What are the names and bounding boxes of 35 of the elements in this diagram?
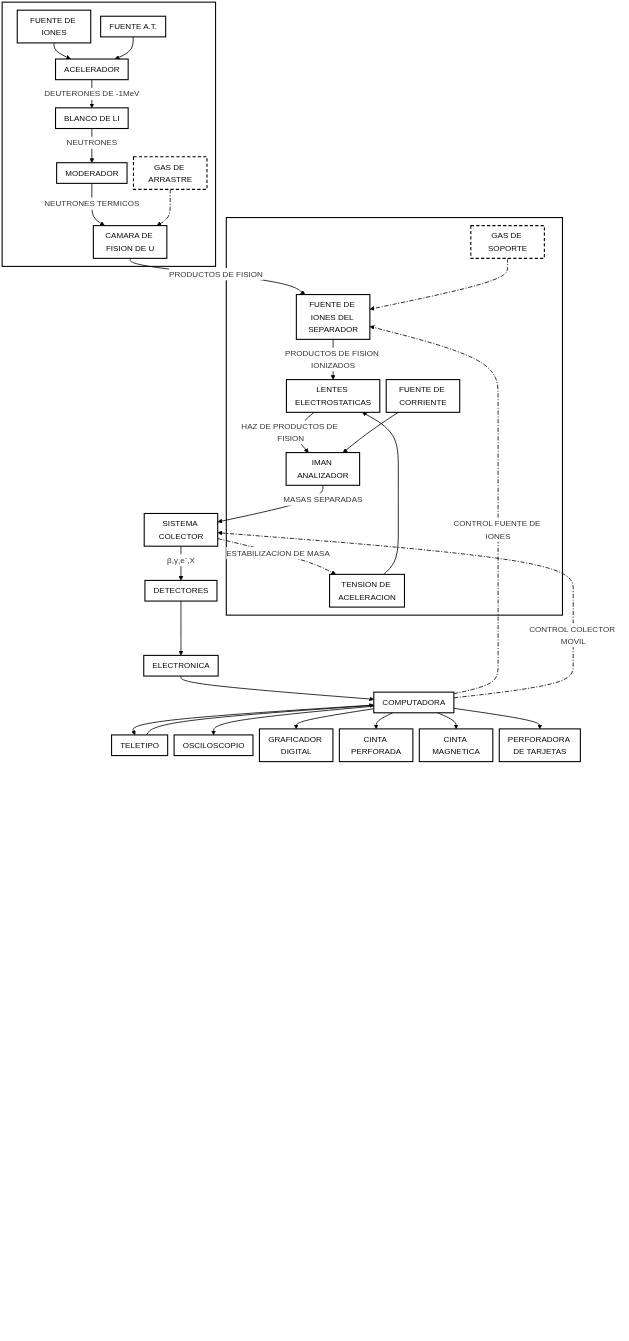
node-box: LENTES ELECTROSTATICAS bbox=[285, 379, 381, 413]
node-box: FUENTE DE IONES DEL SEPARADOR bbox=[295, 294, 371, 340]
node-box: MODERADOR bbox=[56, 162, 128, 184]
edge-label: PRODUCTOS DE FISION IONIZADOS bbox=[285, 348, 379, 370]
node-box: BLANCO DE LI bbox=[55, 107, 129, 130]
edge-label: PRODUCTOS DE FISION bbox=[169, 269, 263, 279]
edge-label: HAZ DE PRODUCTOS DE FISION bbox=[241, 421, 338, 443]
node-box: CAMARA DE FISION DE U bbox=[92, 225, 168, 259]
node-box: CINTA MAGNETICA bbox=[418, 728, 494, 763]
node-box: GRAFICADOR DIGITAL bbox=[258, 728, 334, 763]
node-box: SISTEMA COLECTOR bbox=[143, 512, 219, 547]
node-box: CINTA PERFORADA bbox=[338, 728, 414, 763]
node-box: FUENTE DE CORRIENTE bbox=[385, 379, 461, 413]
node-box: FUENTE A.T. bbox=[100, 15, 167, 38]
edge-label: NEUTRONES bbox=[66, 137, 118, 147]
node-box: OSCILOSCOPIO bbox=[173, 734, 254, 757]
node-box: COMPUTADORA bbox=[373, 691, 455, 714]
edge-label: CONTROL COLECTOR MOVIL bbox=[529, 624, 616, 646]
node-box: GAS DE ARRASTRE bbox=[132, 156, 208, 190]
node-box: PERFORADORA DE TARJETAS bbox=[498, 728, 581, 763]
node-box: DETECTORES bbox=[144, 579, 218, 602]
edge-label: CONTROL FUENTE DE IONES bbox=[453, 518, 541, 541]
edge-label: NEUTRONES TERMICOS bbox=[44, 198, 140, 208]
node-box: GAS DE SOPORTE bbox=[470, 225, 545, 259]
edge-label: MASAS SEPARADAS bbox=[283, 494, 363, 504]
node-box: TELETIPO bbox=[111, 734, 169, 757]
node-box: ELECTRONICA bbox=[143, 654, 219, 677]
node-box: IMAN ANALIZADOR bbox=[285, 452, 361, 486]
node-box: FUENTE DE IONES bbox=[16, 9, 92, 44]
cluster bbox=[1, 1, 217, 267]
node-box: TENSION DE ACELERACION bbox=[329, 573, 405, 608]
edge-label: DEUTERONES DE -1MeV bbox=[44, 88, 140, 98]
edge-label: β,γ,e⁻,X bbox=[167, 555, 195, 565]
node-box: ACELERADOR bbox=[55, 58, 129, 81]
edge-label: ESTABILIZACION DE MASA bbox=[226, 547, 330, 558]
